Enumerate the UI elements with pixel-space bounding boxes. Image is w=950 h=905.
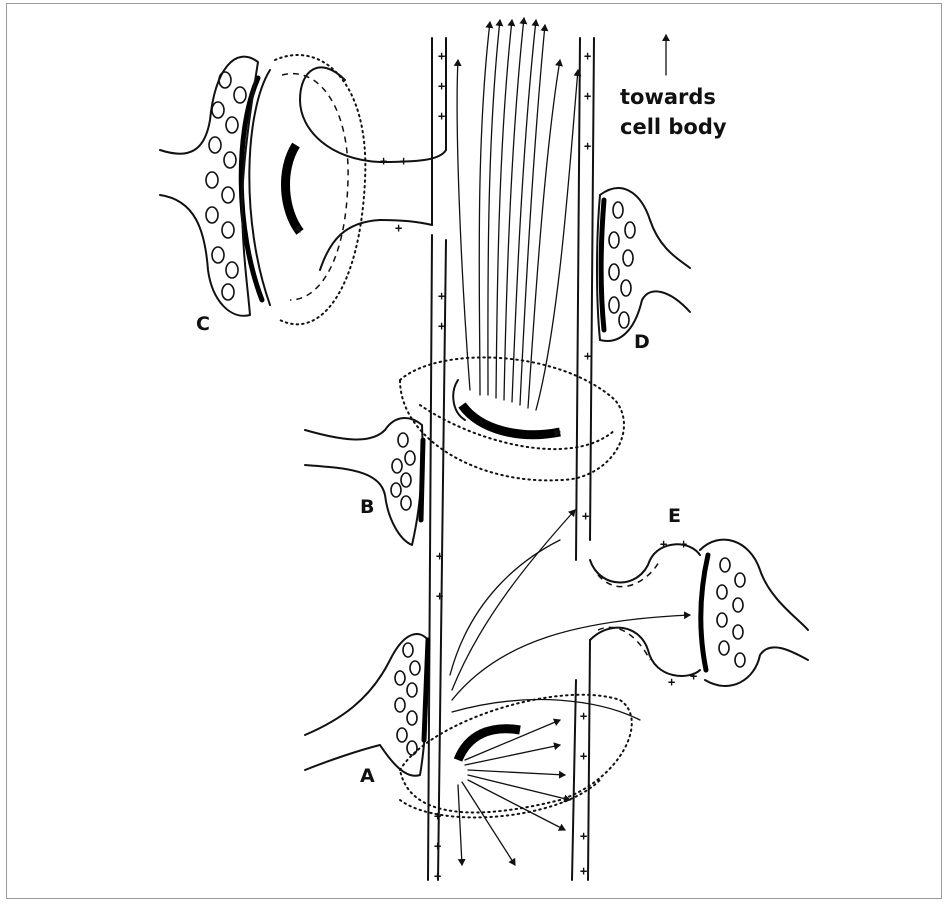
svg-text:+: + xyxy=(584,89,591,103)
left-dendrite-shaft xyxy=(428,38,446,880)
svg-text:+: + xyxy=(690,669,697,683)
label-b: B xyxy=(360,496,374,518)
svg-text:+: + xyxy=(438,79,445,93)
spread-lines-a xyxy=(450,510,690,865)
charge-signs: + + + + + + + + + + + + + + + + + + + + + + + + + + xyxy=(380,49,697,883)
terminal-b xyxy=(305,418,423,545)
svg-text:+: + xyxy=(668,675,675,689)
svg-text:+: + xyxy=(580,709,587,723)
terminal-d xyxy=(597,188,690,341)
svg-text:+: + xyxy=(660,537,667,551)
svg-text:+: + xyxy=(436,549,443,563)
spine-e xyxy=(590,540,808,686)
label-d: D xyxy=(634,331,650,353)
svg-text:+: + xyxy=(438,319,445,333)
svg-text:+: + xyxy=(434,809,441,823)
svg-text:+: + xyxy=(380,154,387,168)
direction-indicator: towards cell body xyxy=(620,35,727,139)
svg-text:+: + xyxy=(434,869,441,883)
svg-text:+: + xyxy=(584,49,591,63)
direction-note-line1: towards xyxy=(620,85,716,109)
label-e: E xyxy=(668,505,681,527)
svg-text:+: + xyxy=(580,749,587,763)
svg-text:+: + xyxy=(434,839,441,853)
svg-text:+: + xyxy=(680,537,687,551)
svg-text:+: + xyxy=(438,109,445,123)
label-c: C xyxy=(196,313,210,335)
svg-text:+: + xyxy=(584,139,591,153)
label-a: A xyxy=(360,765,375,787)
svg-text:+: + xyxy=(395,221,402,235)
svg-text:+: + xyxy=(580,864,587,878)
current-flow-lines xyxy=(457,18,578,410)
svg-text:+: + xyxy=(438,289,445,303)
terminal-c xyxy=(160,57,258,316)
svg-text:+: + xyxy=(400,154,407,168)
svg-text:+: + xyxy=(580,829,587,843)
svg-text:+: + xyxy=(438,49,445,63)
direction-note-line2: cell body xyxy=(620,115,727,139)
svg-text:+: + xyxy=(584,349,591,363)
spine-c xyxy=(241,55,446,324)
svg-text:+: + xyxy=(582,509,589,523)
svg-text:+: + xyxy=(436,589,443,603)
terminal-a xyxy=(305,634,632,817)
